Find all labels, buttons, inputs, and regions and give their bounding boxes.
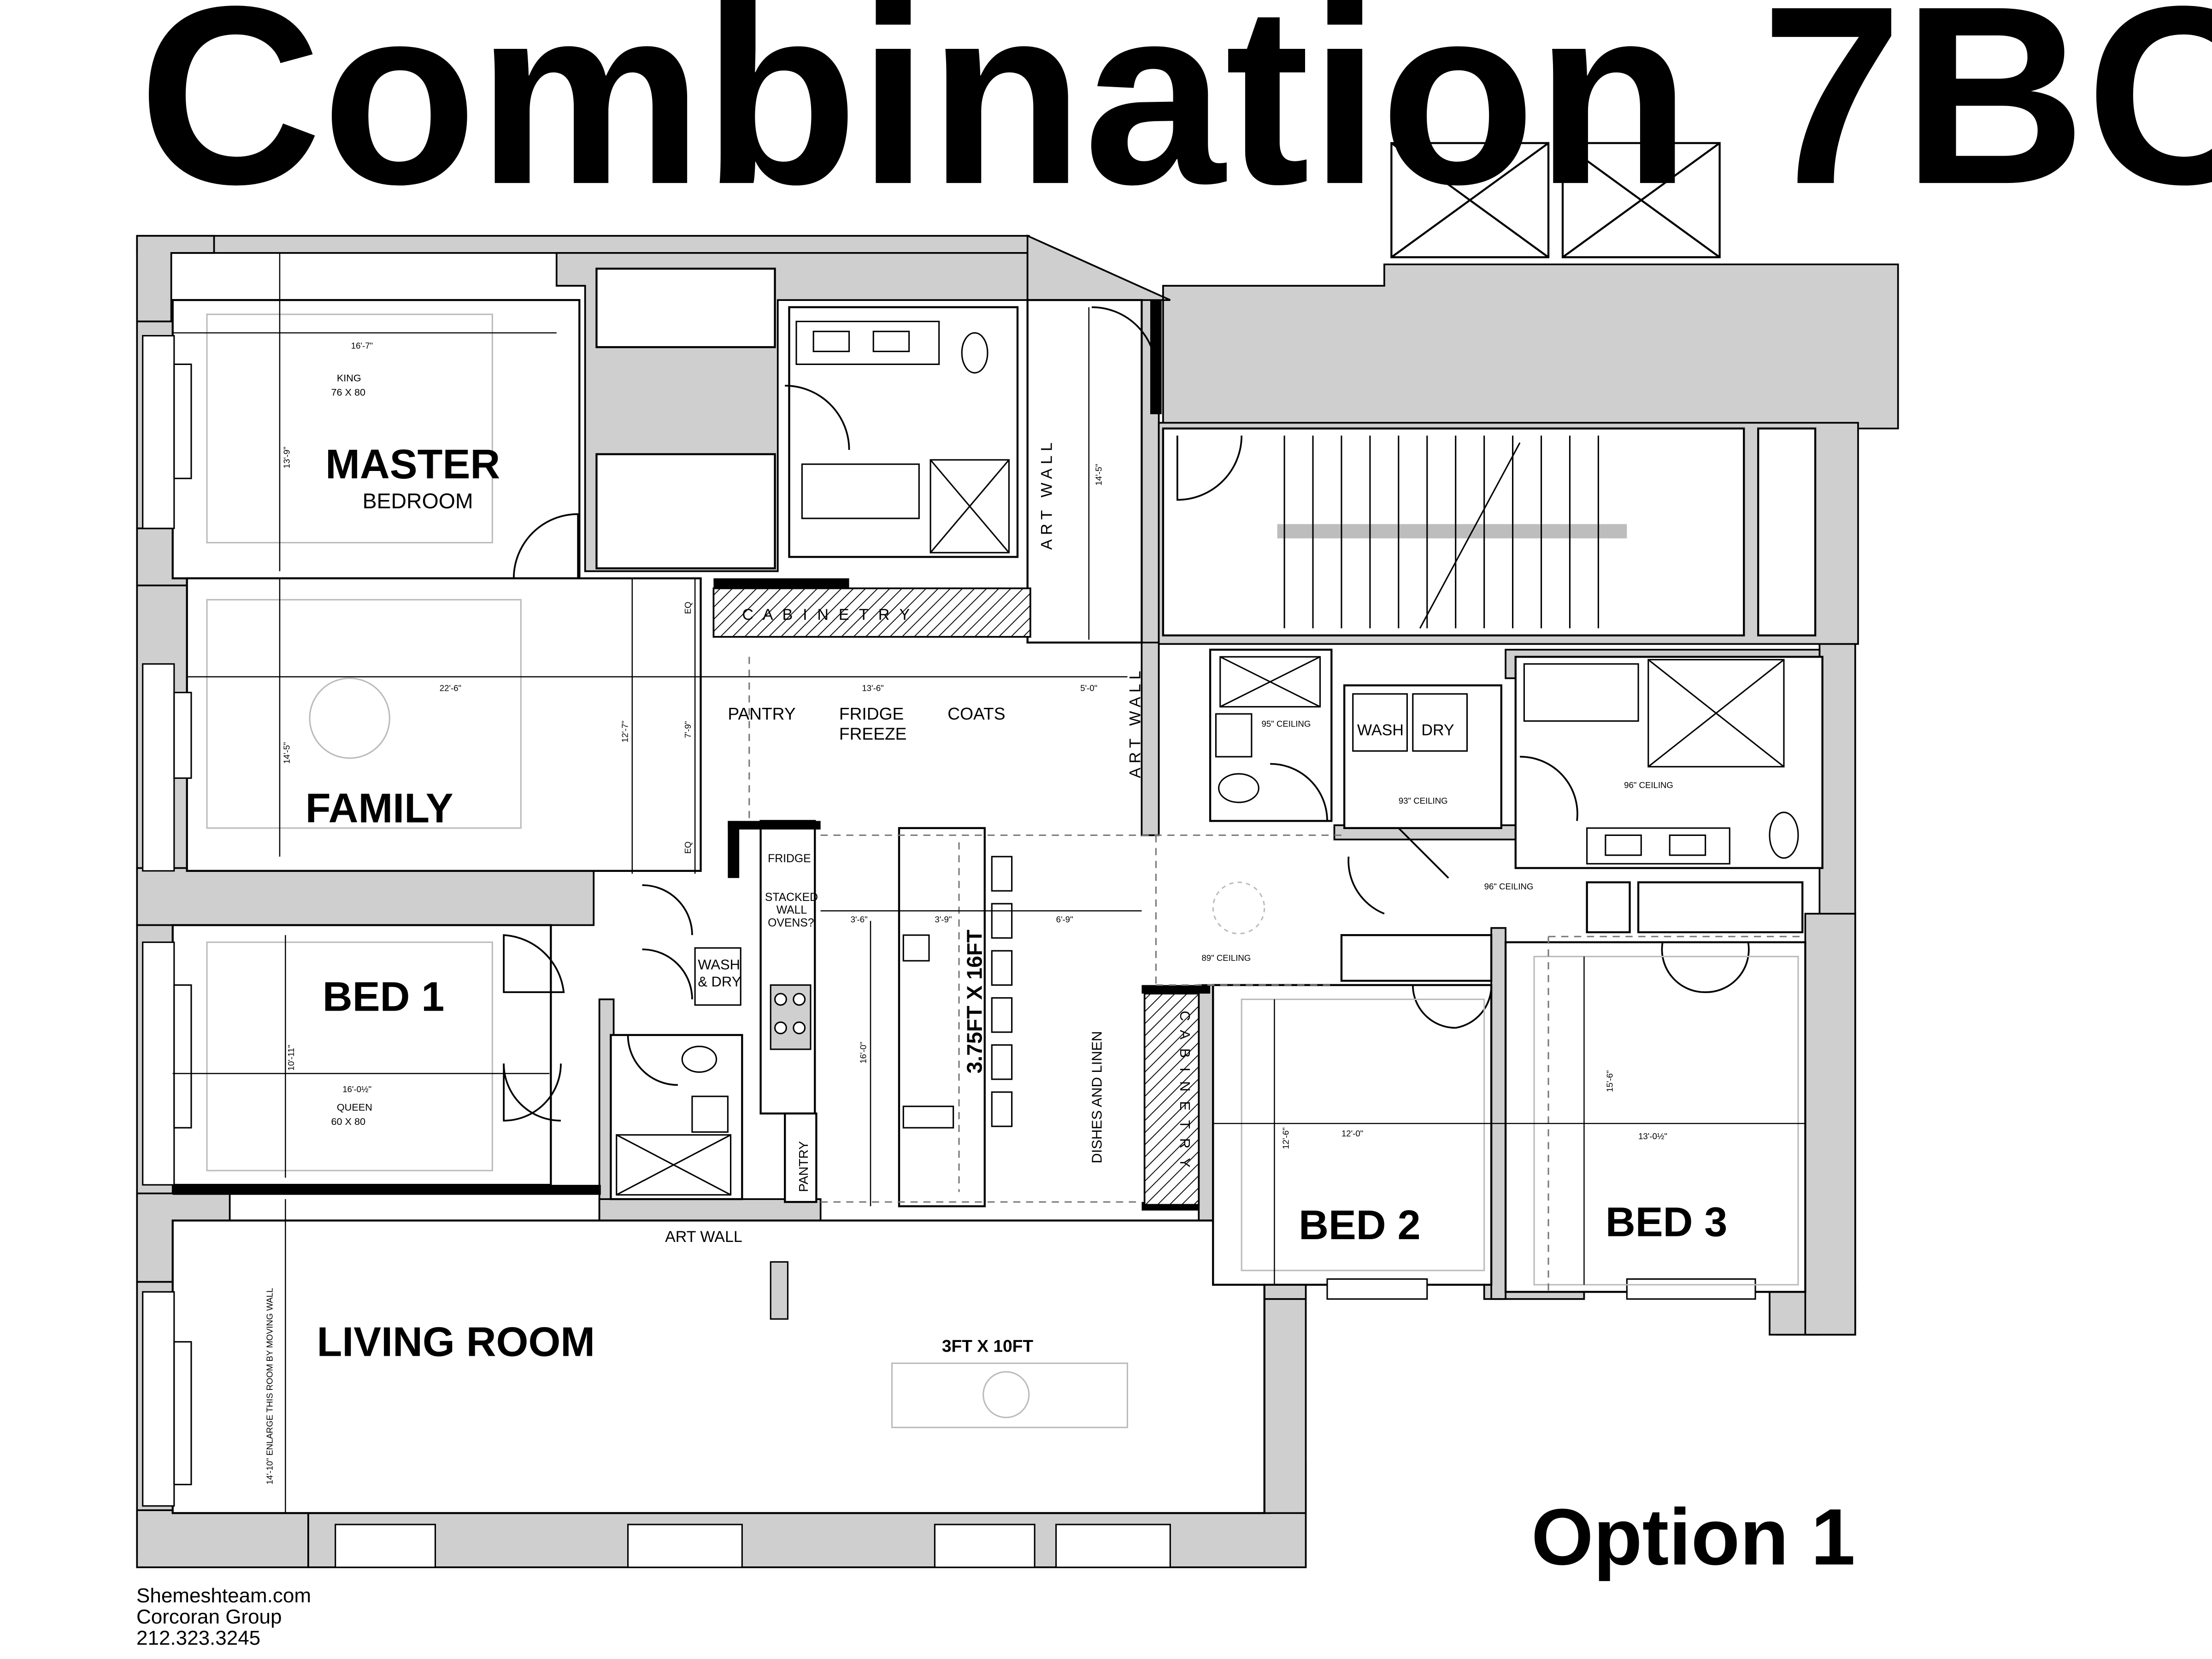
title-group: Combination 7BC [138,0,2212,237]
label-king-size: 76 X 80 [331,387,365,398]
label-table: 3FT X 10FT [942,1336,1034,1355]
cabinetry-hatch [712,587,1200,1206]
label-freeze: FREEZE [839,724,907,743]
dim-art-14-5: 14'-5" [1094,464,1104,485]
label-living-note: 14'-10" ENLARGE THIS ROOM BY MOVING WALL [265,1288,274,1485]
ceiling-label-2: 93" CEILING [1399,796,1448,806]
label-queen: QUEEN [337,1101,372,1113]
label-dishes-linen: DISHES AND LINEN [1089,1031,1105,1163]
living-room [171,1219,1265,1514]
dim-eq-1: EQ [683,602,693,614]
label-island: 3.75FT X 16FT [963,930,987,1073]
dim-bed1-w: 16'-0½" [342,1084,371,1094]
dashed-lines [748,657,1806,1292]
master-room [171,299,581,580]
label-coats: COATS [947,704,1005,724]
dim-eq-2: EQ [683,841,693,854]
label-kitchen-fridge: FRIDGE [768,853,811,865]
dimension-lines [172,253,1806,1513]
dim-master-w: 16'-7" [351,341,373,350]
label-art-wall-vertical-2: ART WALL [1126,666,1144,778]
label-pantry-vertical: PANTRY [796,1141,811,1192]
room-label-master-sub: BEDROOM [363,489,473,513]
balconies [1390,142,1721,259]
label-wash-dry-2: & DRY [698,974,741,990]
label-dry: DRY [1421,722,1454,739]
label-wash-dry-1: WASH [698,956,740,972]
dim-k-6-9: 6'-9" [1056,914,1073,924]
label-art-wall: ART WALL [665,1228,742,1246]
dim-bed2-w: 12'-0" [1341,1129,1363,1138]
label-art-wall-vertical-1: ART WALL [1038,438,1055,550]
label-ovens: OVENS? [768,917,814,930]
dim-cab-13-6: 13'-6" [862,683,883,693]
dim-bed3-w: 13'-0½" [1638,1131,1667,1141]
dim-k-3-9: 3'-9" [935,914,952,924]
bed2-room [1212,984,1493,1286]
credit-phone: 212.323.3245 [136,1627,261,1649]
dim-family-h: 14'-5" [282,742,292,764]
fixtures [616,321,1799,1320]
label-fridge: FRIDGE [839,704,904,724]
dim-hall-12-7: 12'-7" [620,721,630,742]
label-stacked: STACKED [765,891,818,904]
stairs [1277,435,1627,629]
page-title: Combination 7BC [138,0,2212,237]
credit-company: Corcoran Group [136,1606,282,1628]
ceiling-label-1: 95" CEILING [1262,719,1311,729]
ceiling-label-4: 96" CEILING [1484,882,1534,891]
dim-cab-5-0: 5'-0" [1080,683,1097,693]
room-label-living: LIVING ROOM [317,1319,595,1365]
ceiling-label-3: 96" CEILING [1624,780,1673,790]
dim-hall-7-9: 7'-9" [683,721,693,738]
room-label-bed1: BED 1 [323,974,444,1020]
dim-bed3-h: 15'-6" [1605,1070,1614,1092]
furniture-ghost [206,313,1799,1429]
credits: Shemeshteam.com Corcoran Group 212.323.3… [136,1585,311,1649]
credit-website: Shemeshteam.com [136,1584,312,1607]
option-label: Option 1 [1531,1492,1855,1582]
bed3-room [1504,941,1806,1293]
label-pantry: PANTRY [728,704,795,724]
room-label-master: MASTER [325,441,500,488]
windows [142,335,1756,1568]
family-room [186,577,702,872]
bed1-room [171,924,552,1186]
label-cabinetry-2: C A B I N E T R Y [1177,1011,1193,1170]
label-king: KING [337,372,361,384]
room-label-bed2: BED 2 [1299,1202,1420,1248]
doors [503,306,1750,1122]
dim-family-w: 22'-6" [440,683,461,693]
label-cabinetry-1: C A B I N E T R Y [742,606,912,624]
label-wall: WALL [777,904,807,917]
dim-k-3-6: 3'-6" [851,914,868,924]
dim-k-16-0: 16'-0" [859,1042,868,1064]
label-wash: WASH [1357,722,1404,739]
dim-bed1-h: 10'-11" [286,1045,296,1071]
ceiling-label-5: 89" CEILING [1201,953,1251,963]
dim-bed2-h: 12'-6" [1281,1127,1290,1149]
label-queen-size: 60 X 80 [331,1116,365,1127]
room-label-bed3: BED 3 [1606,1200,1727,1246]
room-label-family: FAMILY [306,786,453,832]
dim-master-h: 13'-9" [282,447,292,468]
